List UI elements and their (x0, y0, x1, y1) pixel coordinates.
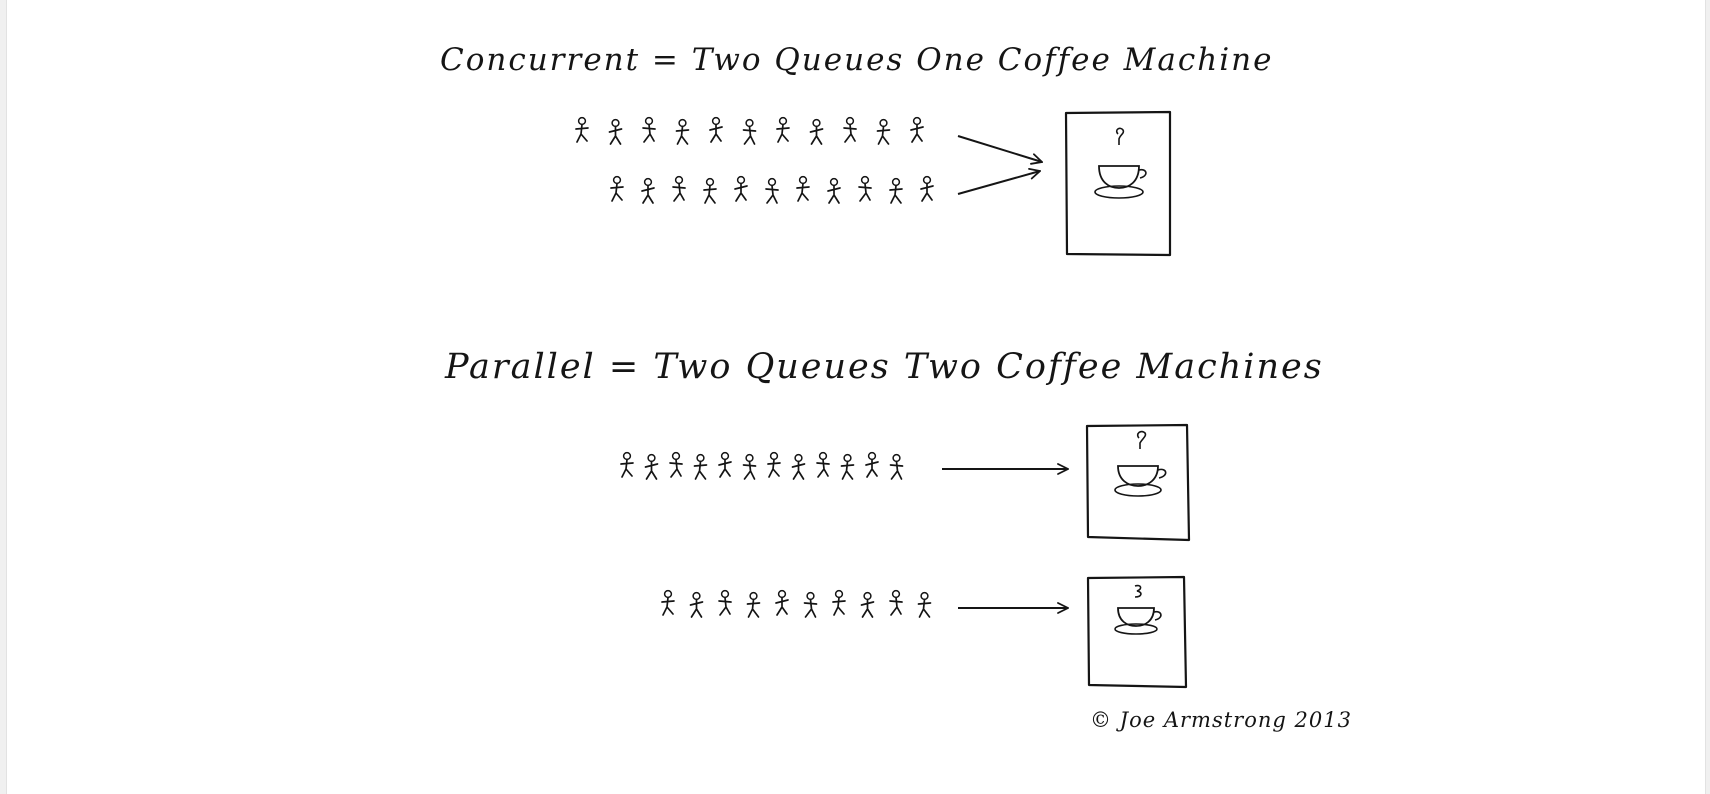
parallel-queue-bottom (661, 589, 932, 618)
page-edge-right (1705, 0, 1710, 794)
person-figure (575, 116, 589, 143)
person-figure (610, 175, 624, 202)
person-figure (644, 453, 659, 480)
person-figure (876, 118, 891, 145)
person-figure (917, 591, 932, 618)
concurrent-title: Concurrent = Two Queues One Coffee Machi… (440, 42, 1274, 78)
page-edge-left (0, 0, 7, 794)
person-figure (742, 118, 757, 145)
person-figure (661, 589, 675, 616)
person-figure (767, 451, 781, 478)
person-figure (669, 451, 683, 478)
person-figure (641, 177, 655, 204)
person-figure (746, 591, 761, 618)
coffee-cup-icon (1094, 127, 1147, 199)
person-figure (689, 591, 704, 618)
person-figure (675, 118, 690, 145)
person-figure (889, 177, 903, 204)
concurrent-queue-top (575, 116, 924, 145)
person-figure (718, 589, 732, 616)
coffee-cup-icon (1114, 584, 1162, 635)
person-figure (920, 175, 934, 202)
person-figure (642, 116, 656, 143)
person-figure (843, 116, 857, 143)
person-figure (865, 451, 879, 478)
person-figure (860, 591, 875, 618)
concurrent-arrow-top (957, 135, 1042, 162)
parallel-queue-top (620, 451, 904, 480)
person-figure (703, 177, 717, 204)
coffee-machine-two (1086, 575, 1188, 689)
person-figure (734, 175, 748, 202)
person-figure (816, 451, 830, 478)
person-figure (672, 175, 686, 202)
person-figure (608, 118, 623, 145)
coffee-cup-icon (1114, 430, 1167, 497)
person-figure (709, 116, 723, 143)
person-figure (840, 453, 855, 480)
person-figure (889, 453, 904, 480)
person-figure (693, 453, 708, 480)
person-figure (791, 453, 806, 480)
person-figure (620, 451, 634, 478)
person-figure (858, 175, 872, 202)
person-figure (742, 453, 757, 480)
coffee-machine-one (1085, 423, 1191, 542)
parallel-title: Parallel = Two Queues Two Coffee Machine… (445, 347, 1324, 387)
person-figure (889, 589, 903, 616)
copyright-credit: © Joe Armstrong 2013 (1090, 708, 1352, 732)
person-figure (803, 591, 818, 618)
concurrent-queue-bottom (610, 175, 934, 204)
person-figure (809, 118, 824, 145)
person-figure (765, 177, 779, 204)
person-figure (832, 589, 846, 616)
person-figure (910, 116, 924, 143)
person-figure (827, 177, 841, 204)
person-figure (718, 451, 732, 478)
person-figure (775, 589, 789, 616)
concurrent-arrow-bottom (957, 171, 1040, 195)
person-figure (796, 175, 810, 202)
coffee-machine-shared (1064, 110, 1172, 257)
person-figure (776, 116, 790, 143)
